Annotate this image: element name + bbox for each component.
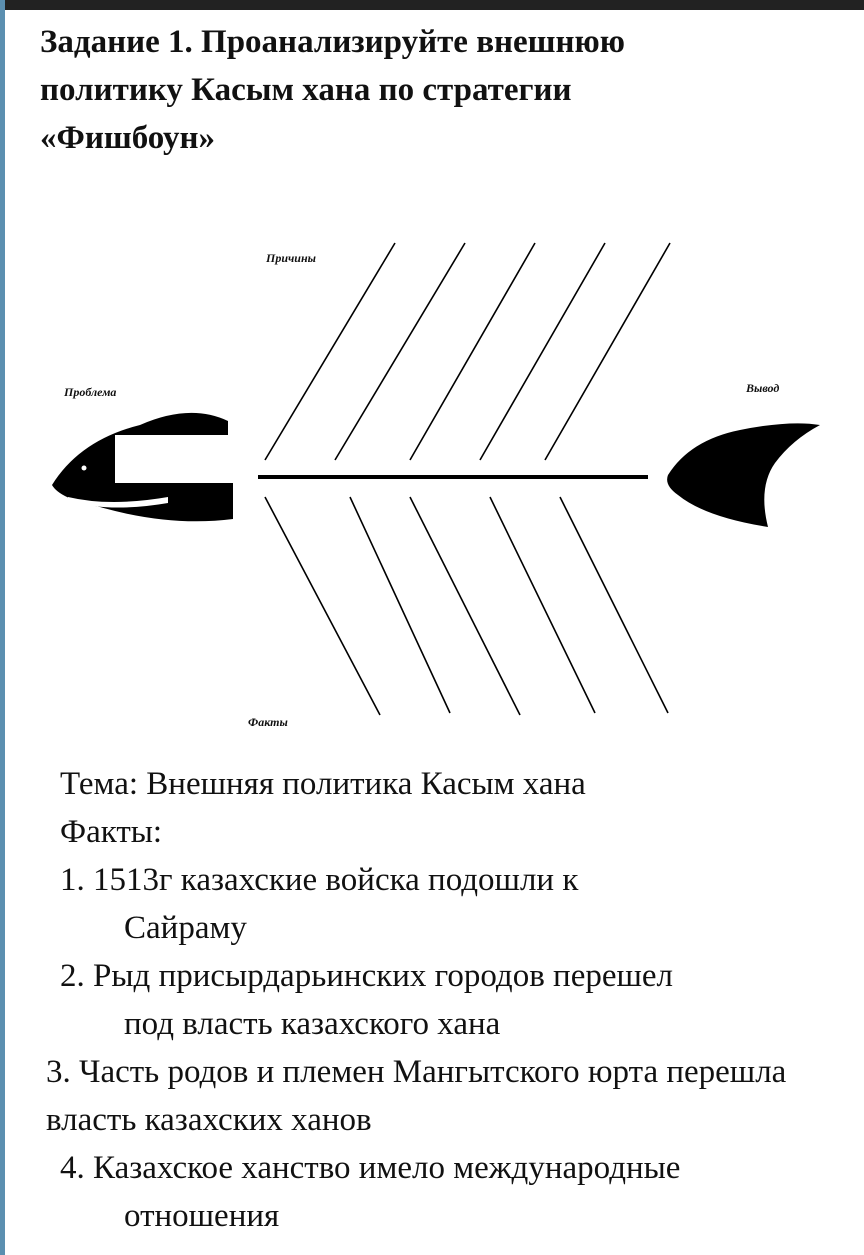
- upper-bone-1: [264, 242, 396, 461]
- upper-bones: [264, 242, 671, 461]
- title-line-3: «Фишбоун»: [40, 120, 216, 156]
- answer-text: Тема: Внешняя политика Касым хана Факты:…: [0, 760, 864, 1240]
- title-line-1: Задание 1. Проанализируйте внешнюю: [40, 24, 625, 60]
- fact-item-2-line-2: под власть казахского хана: [124, 1006, 501, 1042]
- lower-bone-3: [409, 496, 521, 716]
- fact-item-1-line-1: 1. 1513г казахские войска подошли к: [60, 862, 579, 898]
- fish-head-shape: [52, 412, 233, 522]
- label-facts: Факты: [248, 715, 288, 729]
- upper-bone-2: [334, 242, 466, 461]
- top-edge-bar: [0, 0, 864, 10]
- upper-bone-4: [479, 242, 606, 461]
- fact-item-3-line-1: 3. Часть родов и племен Мангытского юрта…: [46, 1054, 787, 1090]
- fact-item-4-line-2: отношения: [124, 1198, 280, 1234]
- label-problem: Проблема: [64, 385, 117, 399]
- label-causes: Причины: [266, 251, 316, 265]
- facts-heading: Факты:: [60, 814, 163, 850]
- fish-tail-shape: [667, 423, 820, 527]
- task-title: Задание 1. Проанализируйте внешнюю полит…: [40, 18, 840, 162]
- upper-bone-5: [544, 242, 671, 461]
- lower-bone-2: [349, 496, 451, 714]
- fact-item-4-line-1: 4. Казахское ханство имело международные: [60, 1150, 681, 1186]
- fact-item-3-line-2: власть казахских ханов: [46, 1102, 372, 1138]
- fishbone-diagram: Причины Проблема Вывод Факты: [40, 235, 840, 735]
- fact-item-2-line-1: 2. Рыд присырдарьинских городов перешел: [60, 958, 674, 994]
- left-edge-border: [0, 0, 5, 1255]
- lower-bone-5: [559, 496, 669, 714]
- fishbone-svg: [52, 242, 820, 716]
- label-conclusion: Вывод: [746, 381, 780, 395]
- lower-bone-1: [264, 496, 381, 716]
- fact-item-1-line-2: Сайраму: [124, 910, 247, 946]
- upper-bone-3: [409, 242, 536, 461]
- lower-bones: [264, 496, 669, 716]
- topic-line: Тема: Внешняя политика Касым хана: [60, 766, 586, 802]
- lower-bone-4: [489, 496, 596, 714]
- title-line-2: политику Касым хана по стратегии: [40, 72, 572, 108]
